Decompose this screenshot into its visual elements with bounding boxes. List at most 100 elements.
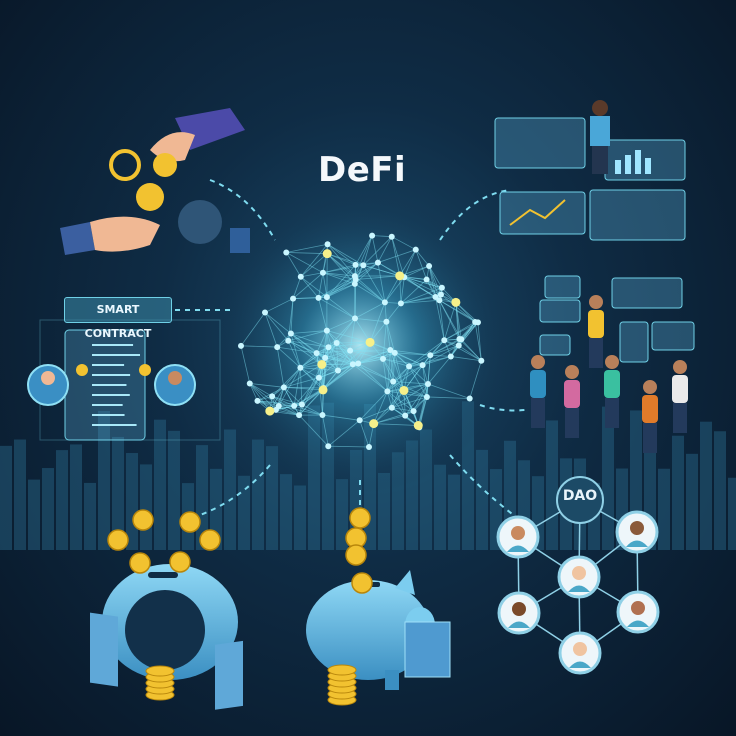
network-node xyxy=(322,354,329,361)
network-node xyxy=(388,233,395,240)
person-figure xyxy=(564,365,580,438)
network-node xyxy=(272,406,279,413)
network-node xyxy=(369,232,376,239)
network-node xyxy=(254,397,261,404)
network-node xyxy=(324,241,331,248)
network-node xyxy=(356,417,363,424)
connectors xyxy=(175,179,526,521)
coin-icon xyxy=(107,529,129,551)
network-node xyxy=(447,353,454,360)
network-node xyxy=(325,443,332,450)
network-node xyxy=(319,269,326,276)
smart-contract-panel xyxy=(27,319,221,441)
network-node xyxy=(319,412,326,419)
network-node xyxy=(287,330,294,337)
network-node xyxy=(297,364,304,371)
network-node xyxy=(384,388,391,395)
network-node xyxy=(478,357,485,364)
network-node xyxy=(313,350,320,357)
piggy-bank xyxy=(306,570,451,690)
page-title: DeFi xyxy=(318,150,407,190)
network-node xyxy=(325,344,332,351)
network-node xyxy=(315,294,322,301)
coin-stack xyxy=(145,665,175,677)
network-node xyxy=(315,374,322,381)
network-node xyxy=(438,284,445,291)
coin-icon xyxy=(153,153,177,177)
network-node xyxy=(351,315,358,322)
network-node xyxy=(419,362,426,369)
token-ring-icon xyxy=(109,149,141,181)
coin-icon xyxy=(169,551,191,573)
network-node xyxy=(380,355,387,362)
network-node xyxy=(317,359,327,369)
network-node xyxy=(387,347,394,354)
network-node xyxy=(347,347,354,354)
network-node xyxy=(424,380,431,387)
network-node xyxy=(290,295,297,302)
network-node xyxy=(383,318,390,325)
dao-member-avatar xyxy=(615,510,659,554)
person-figure xyxy=(604,355,620,428)
network-node xyxy=(280,384,287,391)
network-node xyxy=(365,337,375,347)
network-node xyxy=(360,262,367,269)
network-node xyxy=(388,404,395,411)
network-node xyxy=(283,249,290,256)
coin-icon xyxy=(199,529,221,551)
network-node xyxy=(395,271,405,281)
dao-network xyxy=(496,476,660,675)
network-node xyxy=(318,385,328,395)
gold-coins xyxy=(107,507,373,706)
network-node xyxy=(261,309,268,316)
network-node xyxy=(413,421,423,431)
network-node xyxy=(369,419,379,429)
network-node xyxy=(466,395,473,402)
network-node xyxy=(333,339,340,346)
coin-icon xyxy=(349,507,371,529)
network-node xyxy=(423,276,430,283)
network-node xyxy=(269,393,276,400)
dao-label: DAO xyxy=(562,488,598,504)
network-node xyxy=(265,406,275,416)
dao-member-avatar xyxy=(496,515,540,559)
coin-stack xyxy=(327,664,357,676)
coin-icon xyxy=(351,572,373,594)
network-node xyxy=(381,299,388,306)
network-node xyxy=(298,401,305,408)
hands-exchange xyxy=(60,108,250,255)
network-node xyxy=(472,319,479,326)
dao-member-avatar xyxy=(616,590,660,634)
open-piggy-vault xyxy=(90,564,243,710)
network-node xyxy=(397,300,404,307)
network-node xyxy=(352,261,359,268)
network-node xyxy=(402,412,409,419)
network-node xyxy=(297,273,304,280)
network-node xyxy=(323,327,330,334)
coin-icon xyxy=(345,544,367,566)
network-node xyxy=(412,246,419,253)
network-node xyxy=(285,337,292,344)
coin-icon xyxy=(132,509,154,531)
network-node xyxy=(399,385,409,395)
network-node xyxy=(323,294,330,301)
network-globe xyxy=(237,232,485,451)
network-node xyxy=(458,336,465,343)
network-node xyxy=(237,342,244,349)
dao-member-avatar xyxy=(497,591,541,635)
network-node xyxy=(436,297,443,304)
network-node xyxy=(427,352,434,359)
network-node xyxy=(437,291,444,298)
network-node xyxy=(391,349,398,356)
network-node xyxy=(390,378,397,385)
smart-contract-label: SMART CONTRACT xyxy=(64,297,172,340)
network-node xyxy=(246,380,253,387)
network-node xyxy=(451,297,461,307)
network-node xyxy=(349,361,356,368)
coin-icon xyxy=(136,183,164,211)
person-figure xyxy=(672,360,688,433)
network-node xyxy=(406,363,413,370)
network-node xyxy=(296,412,303,419)
